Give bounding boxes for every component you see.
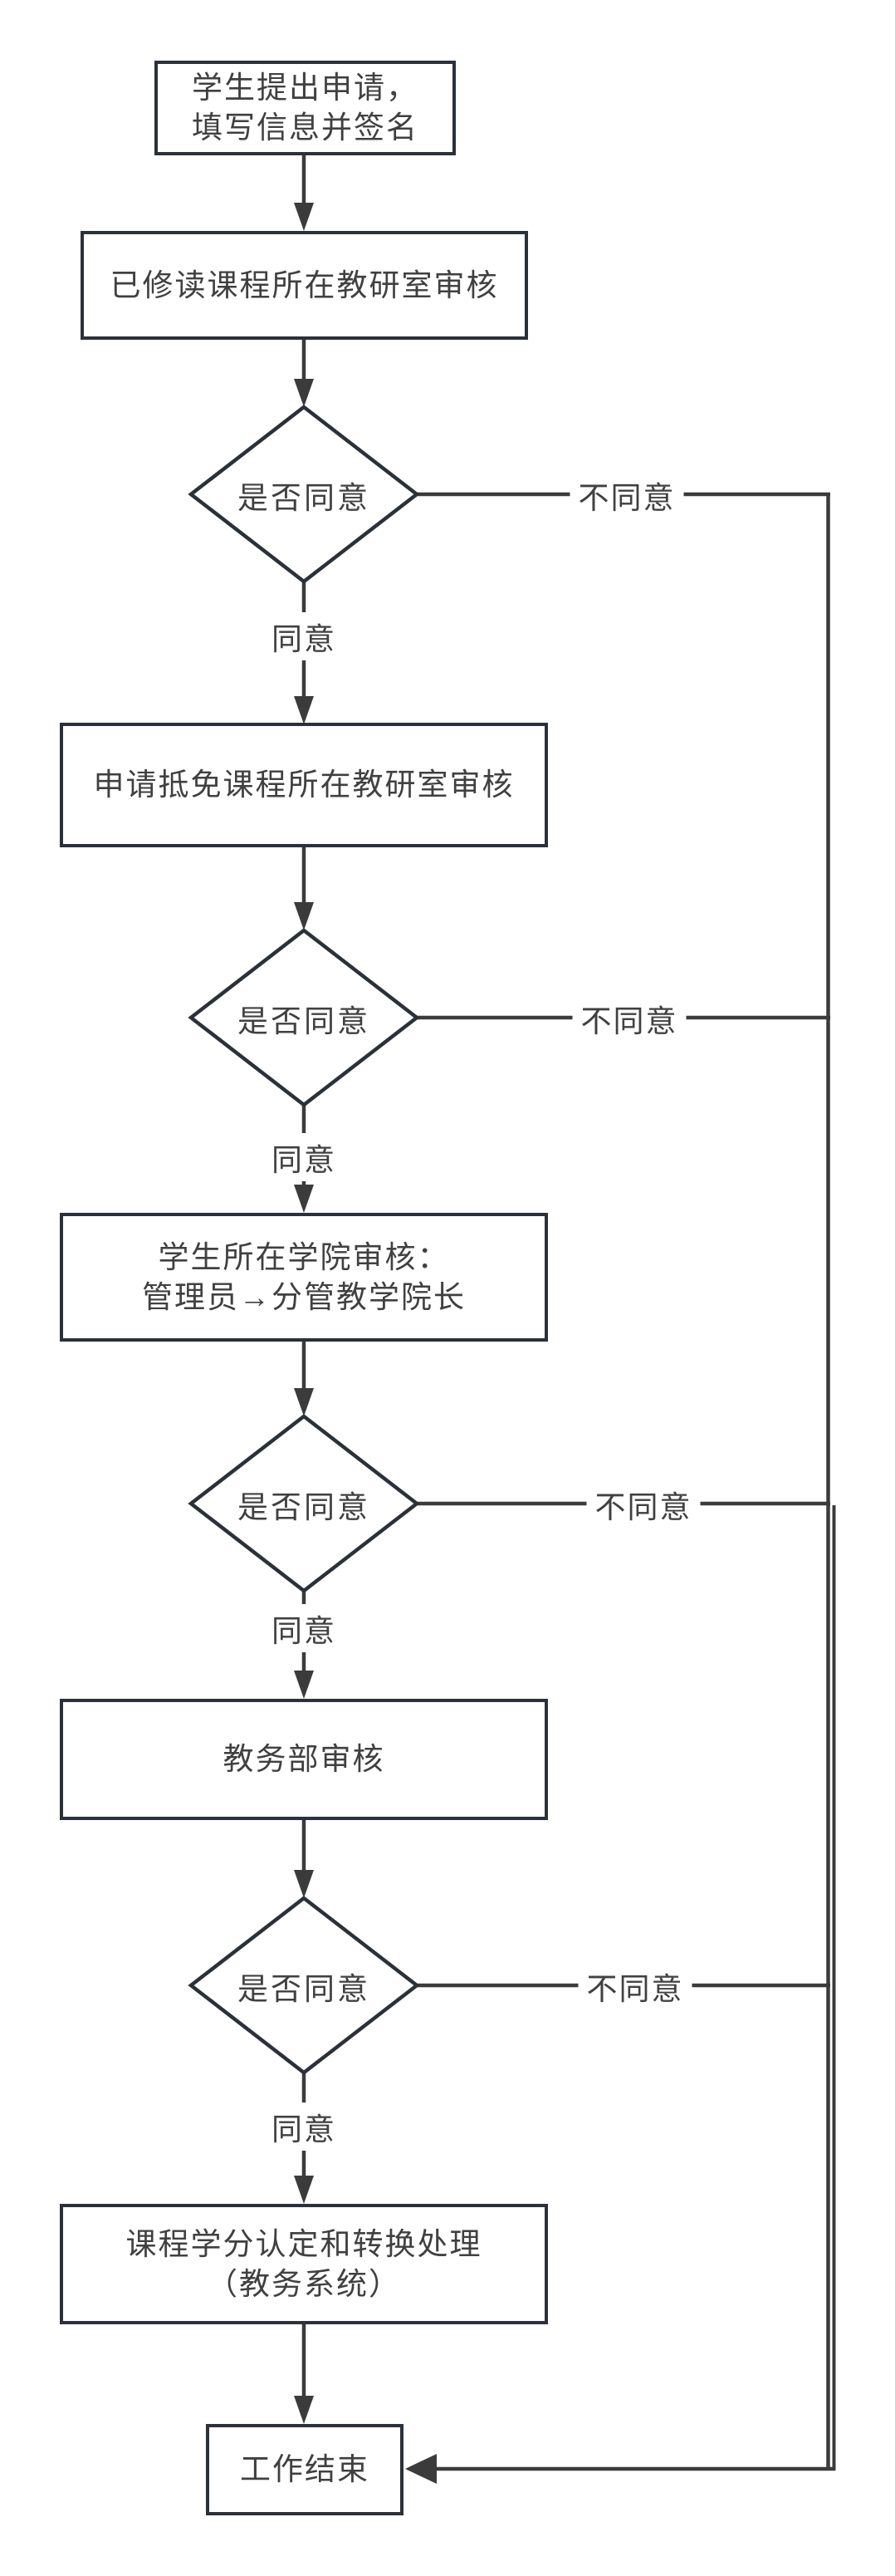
box-line: 课程学分认定和转换处理: [125, 2226, 482, 2261]
end-box: 工作结束: [206, 2424, 403, 2515]
arrowhead-into-end-right: [405, 2454, 437, 2484]
agree-label-3: 同意: [263, 1604, 345, 1652]
arrowhead-into-decision3: [294, 1388, 314, 1416]
arrowhead-into-end-top: [294, 2396, 314, 2424]
decision-label-1: 是否同意: [237, 481, 370, 515]
arrowhead-into-college: [294, 1185, 314, 1213]
decision-diamond-2: [188, 928, 420, 1107]
box-line: 学生提出申请，: [192, 71, 418, 105]
arrowhead-into-affairs: [294, 1671, 314, 1699]
agree-label-2: 同意: [263, 1133, 345, 1181]
box-line: 申请抵免课程所在教研室审核: [93, 768, 515, 802]
process-step-student-application: 学生提出申请， 填写信息并签名: [154, 61, 456, 155]
disagree-label-2: 不同意: [572, 994, 687, 1043]
decision-label-4: 是否同意: [237, 1972, 370, 2006]
process-step-exempt-course-review: 申请抵免课程所在教研室审核: [60, 723, 548, 847]
arrowhead-into-conversion: [294, 2176, 314, 2204]
disagree-label-3: 不同意: [586, 1480, 701, 1528]
box-line: 已修读课程所在教研室审核: [110, 267, 499, 302]
box-line: 填写信息并签名: [192, 110, 418, 145]
disagree-label-1: 不同意: [570, 471, 684, 519]
disagree-label-4: 不同意: [578, 1962, 692, 2010]
decision-label-2: 是否同意: [237, 1004, 370, 1038]
box-line: （教务系统）: [207, 2266, 401, 2301]
arrowhead-into-review2: [294, 696, 314, 724]
box-line: 管理员→分管教学院长: [142, 1279, 466, 1314]
box-line: 工作结束: [240, 2452, 369, 2486]
arrowhead-into-review1: [294, 203, 314, 231]
box-line: 学生所在学院审核：: [158, 1239, 450, 1274]
decision-label-3: 是否同意: [237, 1490, 370, 1524]
arrowhead-into-decision2: [294, 902, 314, 930]
process-step-college-review: 学生所在学院审核： 管理员→分管教学院长: [60, 1213, 548, 1342]
process-step-taken-course-review: 已修读课程所在教研室审核: [81, 231, 528, 340]
process-step-academic-affairs-review: 教务部审核: [60, 1699, 548, 1820]
decision-diamond-1: [188, 405, 420, 584]
agree-label-1: 同意: [263, 612, 345, 660]
arrowhead-into-decision1: [294, 379, 314, 407]
decision-diamond-4: [188, 1896, 420, 2075]
box-line: 教务部审核: [223, 1742, 385, 1776]
agree-label-4: 同意: [263, 2103, 345, 2151]
process-step-credit-conversion: 课程学分认定和转换处理 （教务系统）: [60, 2204, 548, 2324]
arrowhead-into-decision4: [294, 1870, 314, 1898]
decision-diamond-3: [188, 1414, 420, 1593]
